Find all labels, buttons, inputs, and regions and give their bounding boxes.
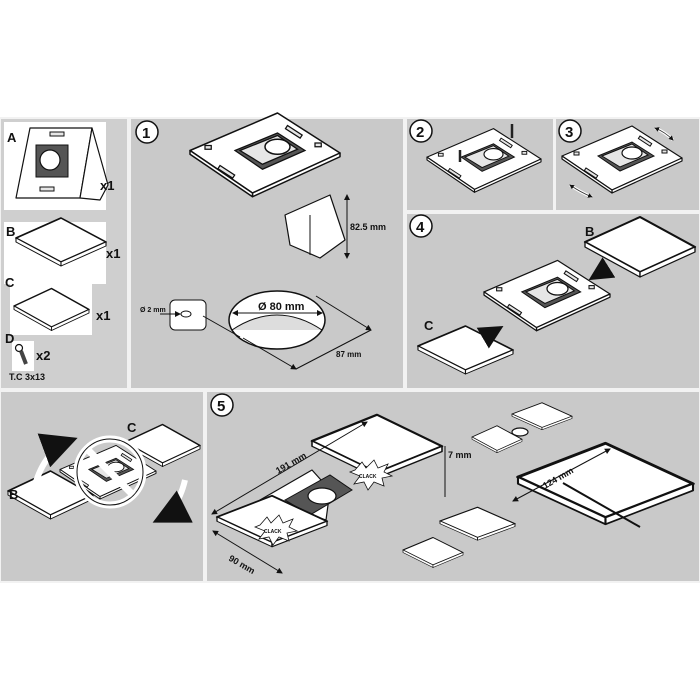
part-a-label: A (7, 130, 17, 145)
cover-c-label: C (127, 420, 137, 435)
step-2-panel: 2 (405, 117, 555, 212)
step-4-number: 4 (416, 219, 425, 236)
clack-text: CLACK (264, 529, 282, 535)
part-d-qty: x2 (36, 348, 50, 363)
parts-list-panel: A x1 B x1 C x1 D x2 T.C 3x13 (0, 117, 129, 390)
step-2-number: 2 (416, 124, 424, 141)
step-1-number: 1 (142, 125, 150, 142)
screw-icon (14, 343, 28, 365)
cover-c-label: C (424, 318, 434, 333)
hole-diameter-label: Ø 80 mm (258, 301, 305, 313)
cutout-hole-drawing (160, 290, 372, 370)
height-dimension: 82.5 mm (350, 222, 386, 232)
step-1-panel: 1 82.5 mm Ø 80 mm Ø 2 mm 87 mm (129, 112, 405, 390)
thickness-dimension: 7 mm (448, 450, 472, 460)
partially-open-socket-drawing (471, 402, 573, 454)
cover-b-label: B (585, 224, 594, 239)
step-3-panel: 3 (554, 117, 700, 212)
part-a-bracket-drawing (15, 127, 109, 201)
no-rotation-warning-panel: C B (0, 390, 205, 583)
part-a-qty: x1 (100, 178, 114, 193)
screw-icon (458, 124, 514, 162)
step-3-number: 3 (565, 124, 573, 141)
part-d-label: D (5, 331, 14, 346)
prohibited-icon (73, 435, 147, 509)
part-c-qty: x1 (96, 308, 110, 323)
depth-dimension: 87 mm (336, 350, 361, 359)
part-c-label: C (5, 275, 15, 290)
insert-arrow-icon (476, 257, 616, 349)
rotate-arrow-icon (569, 126, 675, 199)
part-d-spec: T.C 3x13 (9, 372, 45, 382)
part-b-qty: x1 (106, 246, 120, 261)
step-4-panel: 4 B C (405, 212, 700, 390)
pin-diameter-label: Ø 2 mm (140, 307, 166, 314)
cover-b-label: B (9, 487, 18, 502)
rotate-arrow-icon (32, 433, 193, 523)
step-5-number: 5 (217, 398, 225, 415)
part-b-label: B (6, 224, 15, 239)
socket-box-drawing (189, 112, 346, 259)
clack-text: CLACK (359, 474, 377, 480)
step-5-panel: 5 CLACK CLACK 191 mm 90 mm 7 mm (205, 390, 700, 583)
